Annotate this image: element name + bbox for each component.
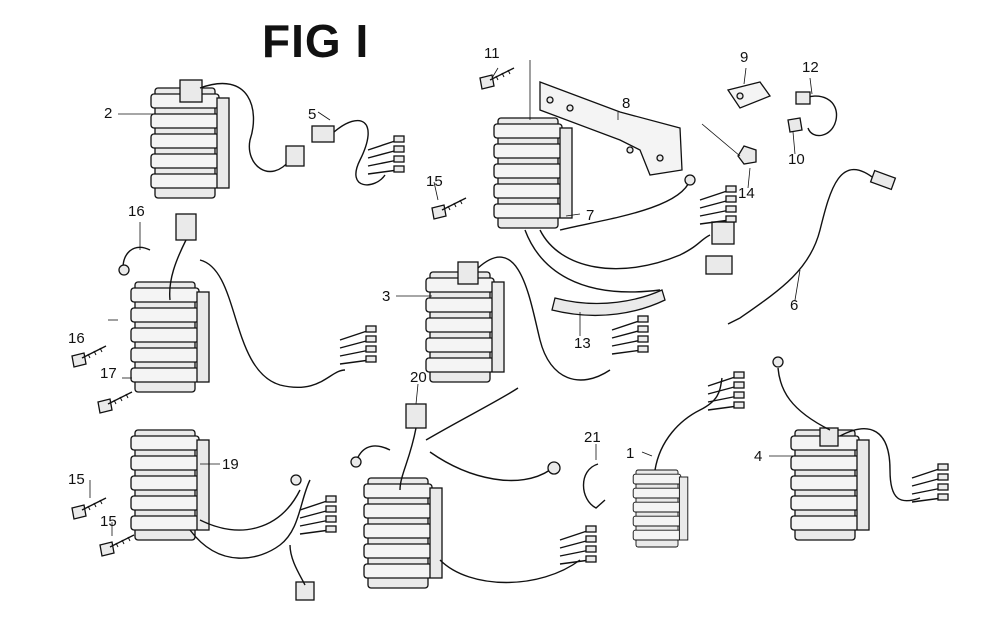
bolt-part-17: [97, 391, 133, 414]
figure-title: FIG I: [262, 15, 370, 67]
callout-15-top: 15: [426, 173, 443, 190]
plate-part-9: [726, 81, 772, 109]
callout-8: 8: [622, 95, 630, 112]
tube-part-13: [551, 289, 666, 316]
callout-9: 9: [740, 49, 748, 66]
callout-21: 21: [584, 429, 601, 446]
regulator-part-3: [425, 256, 649, 383]
callout-14: 14: [738, 185, 755, 202]
callout-10: 10: [788, 151, 805, 168]
callout-20: 20: [410, 369, 427, 386]
callout-7: 7: [586, 207, 594, 224]
bracket-part-8: [539, 81, 683, 176]
clip-part-21: [582, 463, 606, 509]
callout-12: 12: [802, 59, 819, 76]
regulator-part-20: [350, 387, 597, 589]
regulator-part-1: [632, 371, 745, 548]
callout-19: 19: [222, 456, 239, 473]
callout-17: 17: [100, 365, 117, 382]
callout-3: 3: [382, 288, 390, 305]
regulator-part-4: [772, 356, 949, 541]
callout-13: 13: [574, 335, 591, 352]
callout-15-mid: 15: [68, 471, 85, 488]
bolt-part-10: [787, 117, 803, 133]
clip-part-12: [795, 91, 838, 137]
regulator-part-19: [130, 429, 337, 601]
nut-part-14: [737, 145, 757, 165]
regulator-part-7: [493, 117, 737, 293]
callout-15-bottom: 15: [100, 513, 117, 530]
bolt-part-15-c: [431, 197, 467, 220]
bolt-part-11: [479, 67, 515, 90]
callout-11: 11: [484, 45, 500, 62]
callout-4: 4: [754, 448, 762, 465]
bolt-part-15-b: [99, 534, 135, 557]
callout-2: 2: [104, 105, 112, 122]
regulator-part-2: [150, 79, 305, 199]
bolt-part-16: [71, 345, 107, 368]
connector-harness-part-5: [311, 119, 405, 186]
callout-16-top: 16: [128, 203, 145, 220]
callout-5: 5: [308, 106, 316, 123]
callout-16-left: 16: [68, 330, 85, 347]
callout-1: 1: [626, 445, 634, 462]
callout-6: 6: [790, 297, 798, 314]
leader-lines: [89, 60, 813, 536]
regulator-part-16: [118, 213, 377, 393]
sensor-wire-part-6: [727, 168, 897, 325]
